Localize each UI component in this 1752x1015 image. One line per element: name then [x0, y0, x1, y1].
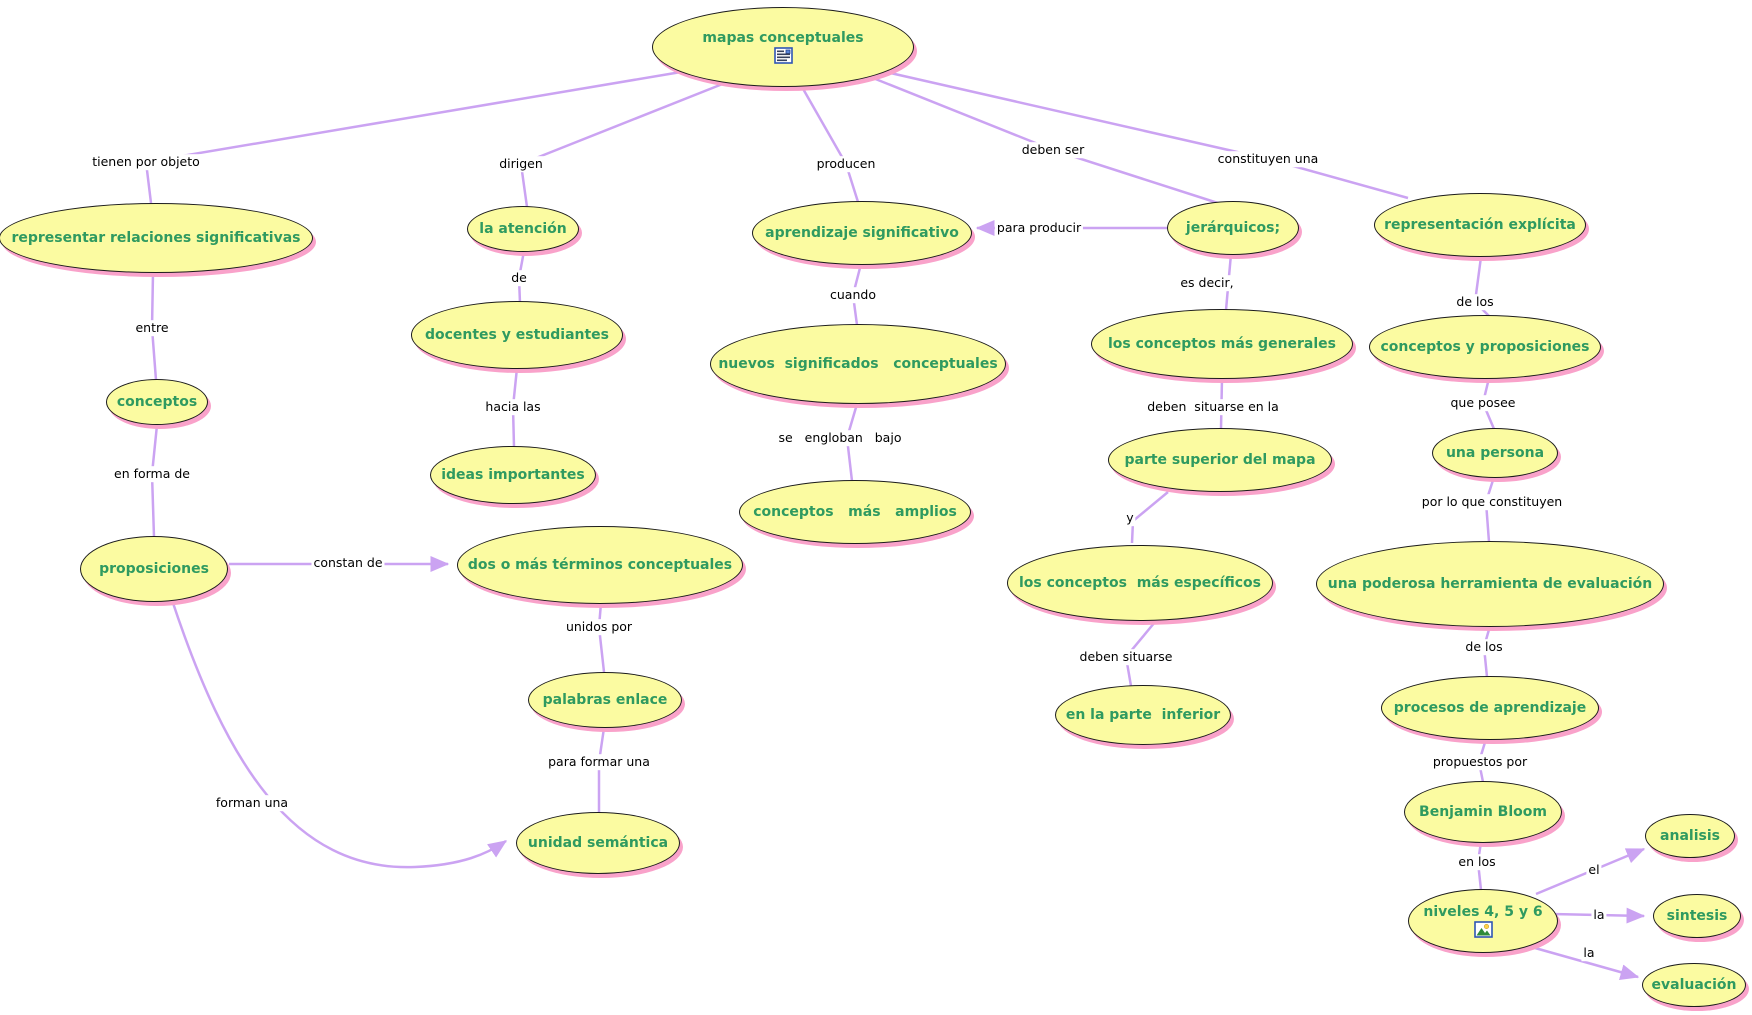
link-label[interactable]: es decir, [1178, 275, 1236, 291]
concept-node-conceptos-y-proposiciones[interactable]: conceptos y proposiciones [1369, 315, 1601, 379]
concept-node-sintesis[interactable]: sintesis [1653, 894, 1741, 938]
concept-node-representacion-explicita[interactable]: representación explícita [1374, 193, 1586, 257]
link-label[interactable]: cuando [828, 287, 878, 303]
concept-node-label: aprendizaje significativo [765, 224, 959, 241]
edge-connector[interactable] [144, 70, 682, 204]
concept-node-label: una poderosa herramienta de evaluación [1327, 575, 1653, 592]
concept-node-proposiciones[interactable]: proposiciones [80, 536, 228, 602]
concept-node-jerarquicos[interactable]: jerárquicos; [1167, 201, 1299, 255]
link-label[interactable]: por lo que constituyen [1419, 494, 1565, 510]
concept-node-evaluacion[interactable]: evaluación [1642, 963, 1746, 1007]
concept-node-los-conceptos-mas-especificos[interactable]: los conceptos más específicos [1007, 545, 1273, 621]
concept-node-label: analisis [1660, 827, 1720, 844]
concept-node-dos-o-mas-terminos-conceptuales[interactable]: dos o más términos conceptuales [457, 526, 743, 604]
concept-node-label: ideas importantes [441, 466, 585, 483]
link-label[interactable]: en forma de [112, 466, 192, 482]
concept-node-label: procesos de aprendizaje [1393, 699, 1587, 716]
concept-node-label: jerárquicos; [1185, 219, 1281, 236]
link-label[interactable]: constituyen una [1215, 151, 1321, 167]
concept-node-la-atencion[interactable]: la atención [467, 206, 579, 252]
edge-connector-arrow[interactable] [170, 599, 508, 869]
concept-node-label: docentes y estudiantes [424, 326, 610, 343]
link-label[interactable]: de los [1454, 294, 1496, 310]
concept-node-label: la atención [479, 220, 567, 237]
concept-node-los-conceptos-mas-generales[interactable]: los conceptos más generales [1091, 309, 1353, 379]
link-label[interactable]: tienen por objeto [90, 154, 202, 170]
concept-node-label: sintesis [1666, 907, 1728, 924]
concept-node-label: nuevos significados conceptuales [718, 355, 998, 372]
concept-node-ideas-importantes[interactable]: ideas importantes [430, 446, 596, 504]
link-label[interactable]: que posee [1448, 395, 1518, 411]
document-icon[interactable] [773, 47, 793, 64]
concept-node-label: niveles 4, 5 y 6 [1423, 903, 1543, 920]
concept-node-niveles-4-5-y-6[interactable]: niveles 4, 5 y 6 [1408, 889, 1558, 953]
edge-connector[interactable] [597, 727, 606, 813]
concept-node-label: mapas conceptuales [702, 29, 864, 46]
edge-connector[interactable] [867, 74, 1222, 206]
concept-node-label: en la parte inferior [1065, 706, 1221, 723]
concept-node-label: unidad semántica [527, 834, 669, 851]
concept-node-nuevos-significados-conceptuales[interactable]: nuevos significados conceptuales [710, 324, 1006, 404]
concept-node-label: los conceptos más específicos [1018, 574, 1262, 591]
concept-node-label: conceptos más amplios [753, 503, 957, 520]
link-label[interactable]: forman una [213, 795, 291, 811]
link-label[interactable]: se engloban bajo [776, 430, 904, 446]
link-label[interactable]: hacia las [483, 399, 543, 415]
link-label[interactable]: en los [1456, 854, 1498, 870]
link-label[interactable]: la [1591, 907, 1607, 923]
concept-node-una-persona[interactable]: una persona [1432, 428, 1558, 478]
concept-node-label: proposiciones [99, 560, 209, 577]
concept-node-label: evaluación [1651, 976, 1737, 993]
edge-connector[interactable] [800, 86, 860, 203]
concept-node-aprendizaje-significativo[interactable]: aprendizaje significativo [752, 201, 972, 265]
concept-node-parte-superior-del-mapa[interactable]: parte superior del mapa [1108, 428, 1332, 492]
concept-node-mapas-conceptuales[interactable]: mapas conceptuales [652, 7, 914, 87]
edge-connector-arrow[interactable] [1534, 946, 1640, 980]
concept-node-label: los conceptos más generales [1107, 335, 1337, 352]
link-label[interactable]: entre [133, 320, 171, 336]
concept-node-palabras-enlace[interactable]: palabras enlace [528, 672, 682, 728]
link-label[interactable]: la [1581, 945, 1597, 961]
concept-node-docentes-y-estudiantes[interactable]: docentes y estudiantes [411, 301, 623, 369]
concept-node-procesos-de-aprendizaje[interactable]: procesos de aprendizaje [1381, 676, 1599, 740]
concept-node-analisis[interactable]: analisis [1645, 814, 1735, 858]
concept-node-label: conceptos y proposiciones [1380, 338, 1590, 355]
link-label[interactable]: producen [814, 156, 878, 172]
link-label[interactable]: de los [1463, 639, 1505, 655]
edge-connector[interactable] [1130, 491, 1169, 544]
concept-node-conceptos-mas-amplios[interactable]: conceptos más amplios [739, 480, 971, 544]
link-label[interactable]: deben situarse en la [1145, 399, 1281, 415]
link-label[interactable]: unidos por [563, 619, 635, 635]
concept-node-label: Benjamin Bloom [1419, 803, 1547, 820]
link-label[interactable]: el [1586, 862, 1602, 878]
link-label[interactable]: constan de [311, 555, 385, 571]
concept-node-label: palabras enlace [542, 691, 668, 708]
image-icon[interactable] [1473, 921, 1493, 938]
link-label[interactable]: para formar una [546, 754, 652, 770]
concept-node-benjamin-bloom[interactable]: Benjamin Bloom [1404, 781, 1562, 843]
concept-node-label: conceptos [116, 393, 198, 410]
edge-connector[interactable] [519, 81, 726, 208]
concept-node-unidad-semantica[interactable]: unidad semántica [516, 812, 680, 874]
edge-connector[interactable] [597, 602, 606, 673]
concept-node-en-la-parte-inferior[interactable]: en la parte inferior [1055, 685, 1231, 745]
concept-node-conceptos[interactable]: conceptos [106, 379, 208, 425]
concept-node-representar-relaciones-significativas[interactable]: representar relaciones significativas [0, 203, 313, 273]
link-label[interactable]: de [509, 270, 529, 286]
link-label[interactable]: para producir [994, 220, 1084, 236]
link-label[interactable]: y [1124, 510, 1136, 526]
link-label[interactable]: propuestos por [1430, 754, 1530, 770]
concept-node-label: representación explícita [1384, 216, 1576, 233]
link-label[interactable]: deben ser [1019, 142, 1087, 158]
concept-node-una-poderosa-herramienta-de-evaluacion[interactable]: una poderosa herramienta de evaluación [1316, 541, 1664, 627]
link-label[interactable]: deben situarse [1077, 649, 1175, 665]
concept-node-label: una persona [1445, 444, 1545, 461]
concept-node-label: parte superior del mapa [1124, 451, 1316, 468]
concept-node-label: dos o más términos conceptuales [467, 556, 733, 573]
link-label[interactable]: dirigen [497, 156, 545, 172]
concept-node-label: representar relaciones significativas [11, 229, 301, 246]
